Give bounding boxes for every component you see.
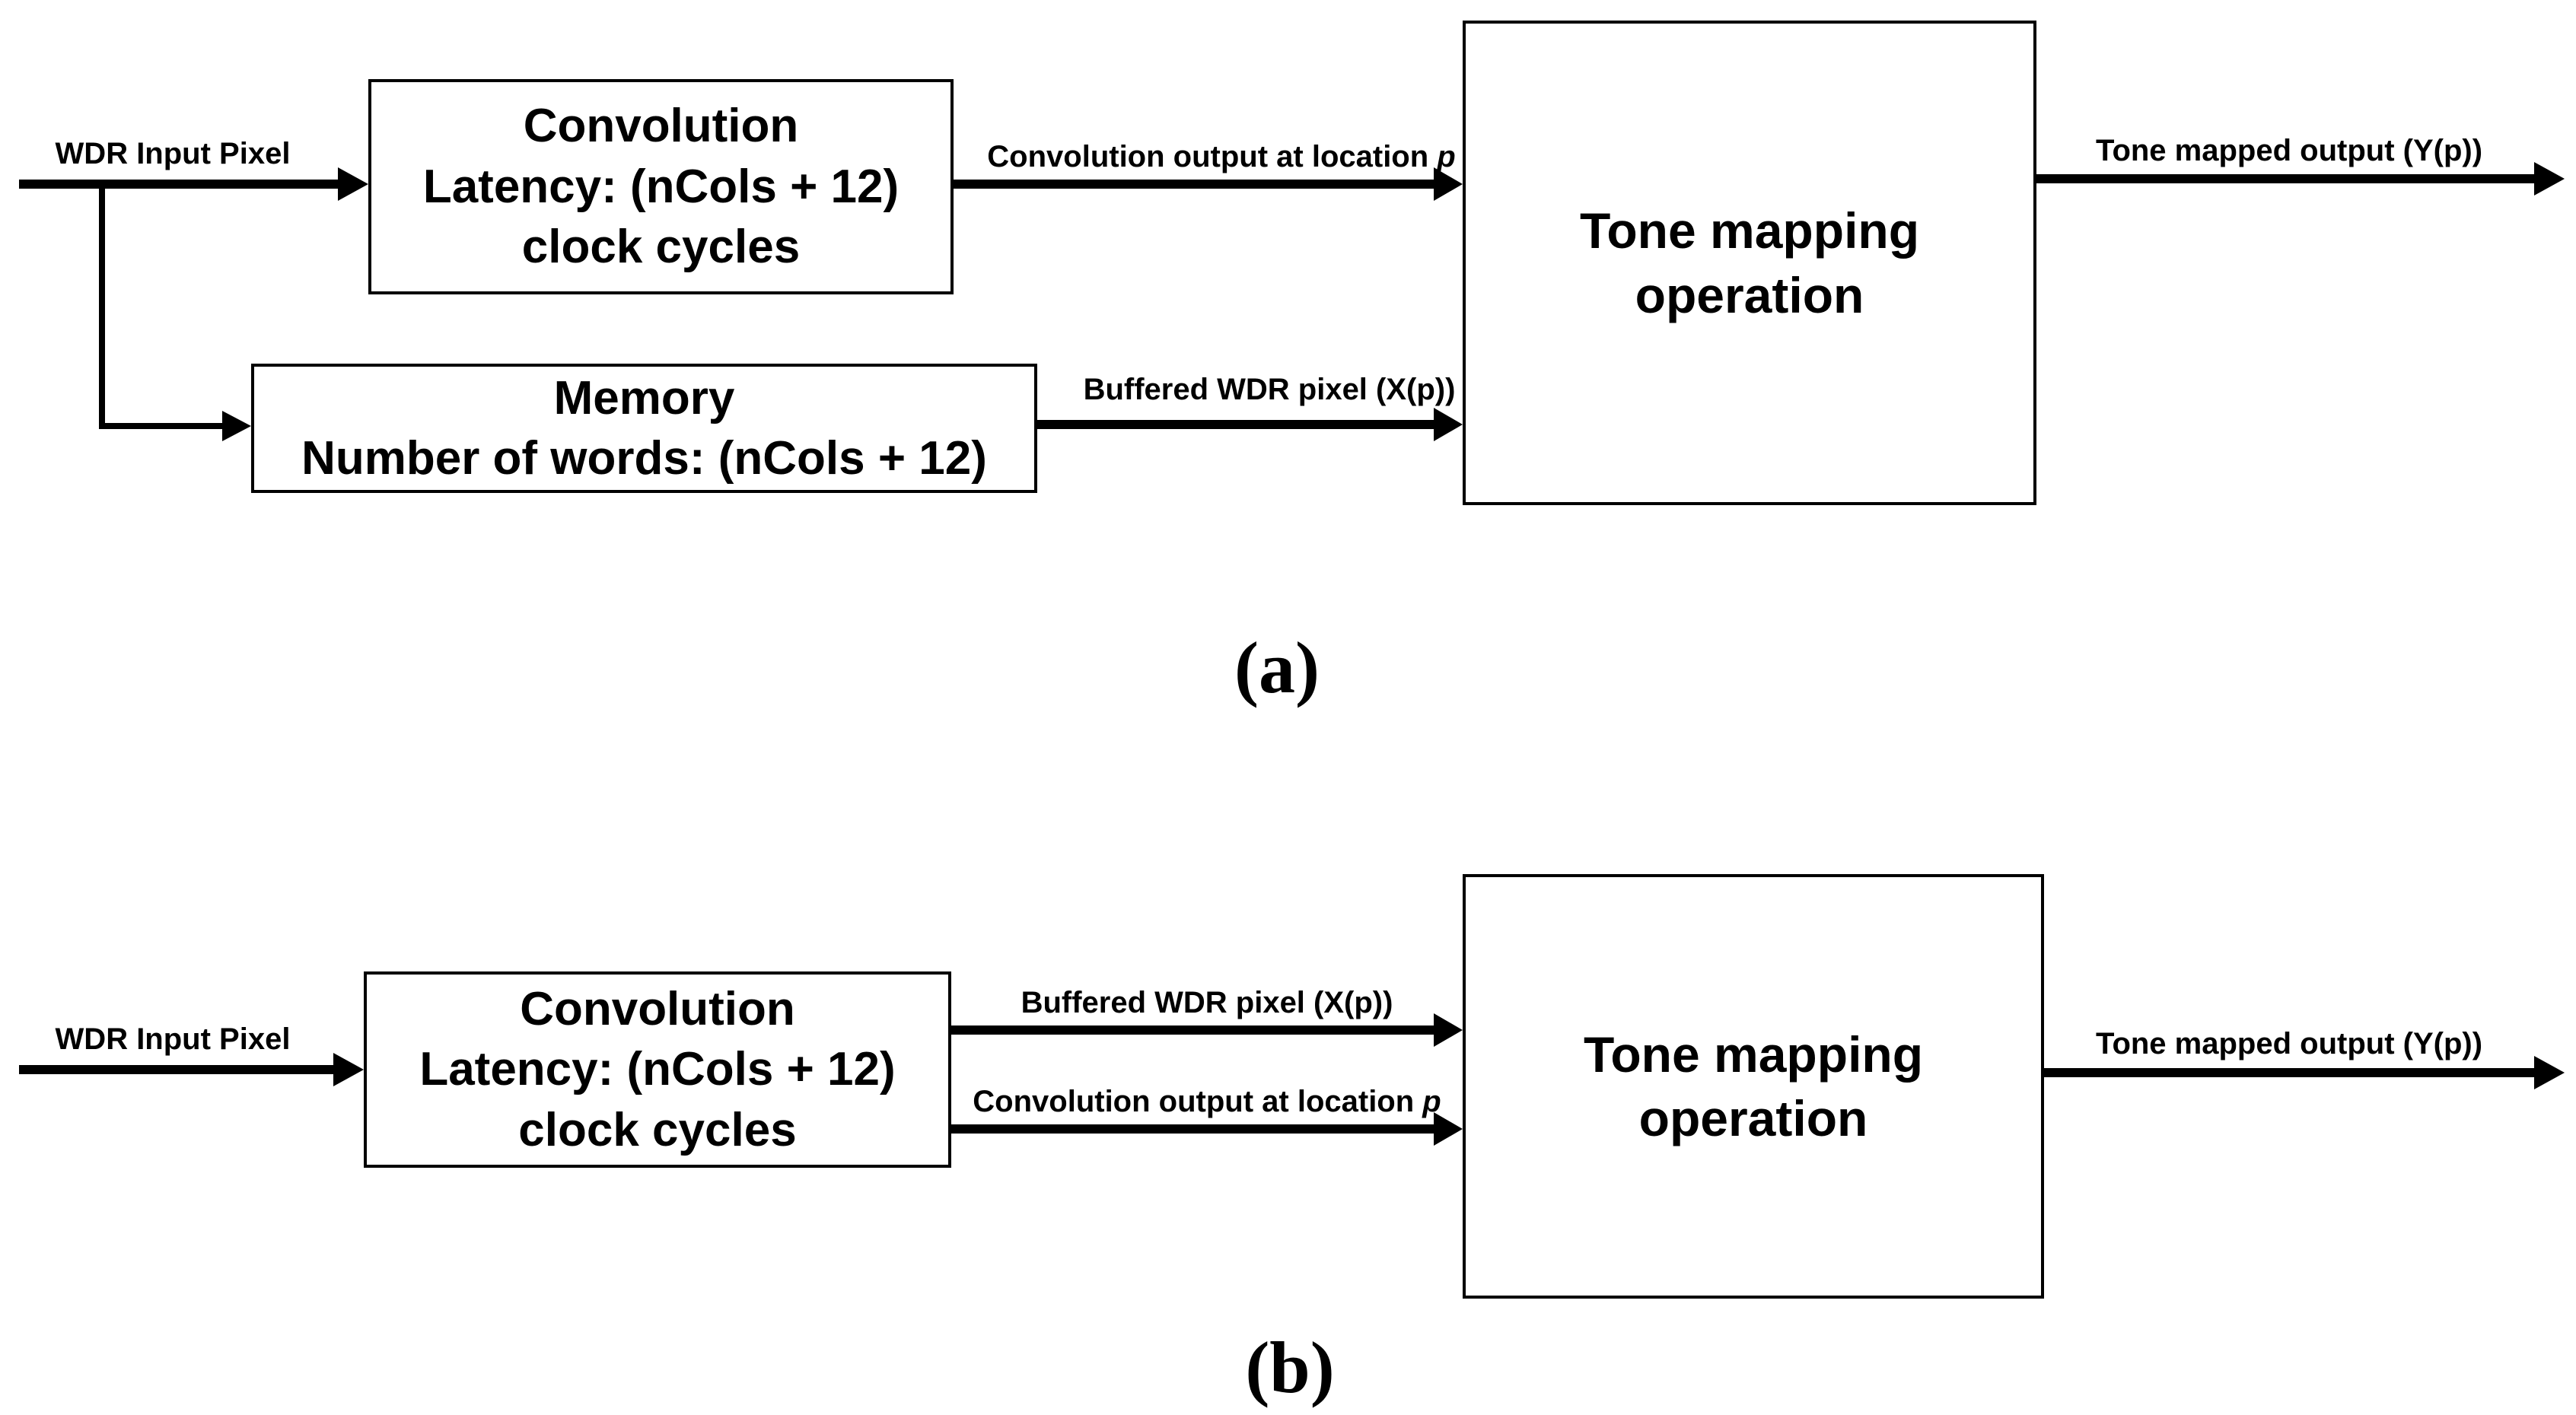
arrow-head: [333, 1053, 364, 1086]
wdr-input-label-b: WDR Input Pixel: [55, 1022, 291, 1056]
convolution-box-b: Convolution Latency: (nCols + 12) clock …: [364, 971, 951, 1168]
arrow-wdr-input-a: [19, 167, 368, 201]
conv-output-label-var: p: [1422, 1085, 1441, 1118]
conv-output-label-var: p: [1437, 140, 1456, 173]
arrow-buffered-pixel-b: [951, 1013, 1463, 1047]
conv-output-label-b: Convolution output at location p: [973, 1085, 1441, 1119]
tone-output-label-a: Tone mapped output (Y(p)): [2095, 134, 2483, 167]
memory-box-a: Memory Number of words: (nCols + 12): [251, 364, 1037, 493]
connector-line: [99, 184, 224, 429]
conv-output-label-text: Convolution output at location: [987, 140, 1429, 173]
arrow-buffered-pixel-a: [1037, 408, 1463, 441]
wdr-input-label-a: WDR Input Pixel: [55, 137, 291, 170]
tone-mapping-box-a: Tone mapping operation: [1463, 21, 2036, 505]
arrow-head: [222, 411, 251, 441]
conv-output-label-a: Convolution output at location p: [987, 140, 1455, 174]
buffered-pixel-label-b: Buffered WDR pixel (X(p)): [1021, 986, 1393, 1019]
arrow-tone-output-b: [2044, 1056, 2565, 1089]
arrow-head: [1434, 1112, 1463, 1146]
connector-branch-to-memory-a: [99, 184, 251, 441]
tone-output-label-b: Tone mapped output (Y(p)): [2095, 1027, 2483, 1060]
arrow-conv-output-a: [954, 167, 1463, 201]
arrow-head: [1434, 167, 1463, 201]
arrow-head: [2534, 1056, 2565, 1089]
tone-mapping-box-b: Tone mapping operation: [1463, 874, 2044, 1299]
arrow-head: [1434, 408, 1463, 441]
arrow-head: [338, 167, 368, 201]
caption-a: (a): [1234, 627, 1320, 708]
buffered-pixel-label-a: Buffered WDR pixel (X(p)): [1083, 373, 1456, 406]
arrow-conv-output-b: [951, 1112, 1463, 1146]
conv-output-label-text: Convolution output at location: [973, 1085, 1415, 1118]
arrow-tone-output-a: [2036, 162, 2565, 196]
arrow-wdr-input-b: [19, 1053, 364, 1086]
arrow-head: [1434, 1013, 1463, 1047]
caption-b: (b): [1245, 1327, 1335, 1408]
arrow-head: [2534, 162, 2565, 196]
convolution-box-a: Convolution Latency: (nCols + 12) clock …: [368, 79, 954, 294]
